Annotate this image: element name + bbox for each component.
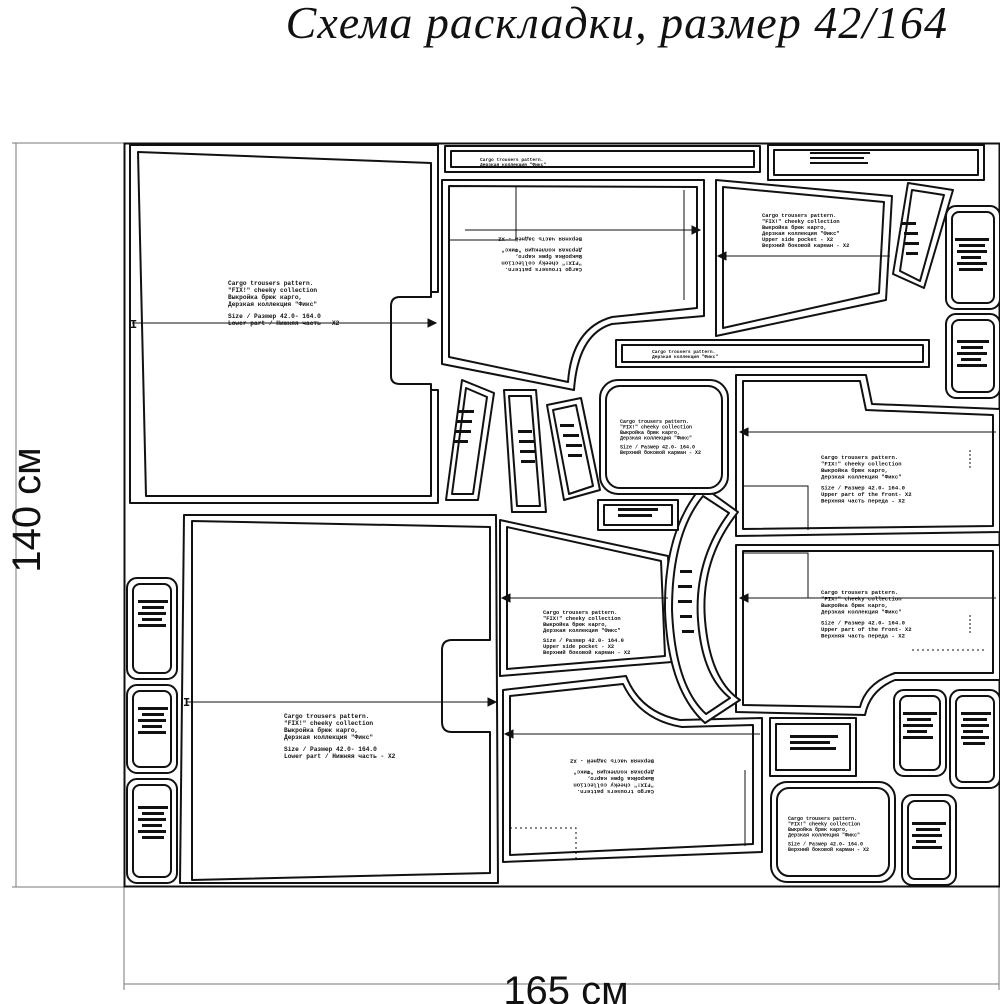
label-waistband-1: Cargo trousers pattern. Дерзкая коллекци…: [480, 157, 546, 168]
piece-pocket-bottom-2: [770, 781, 896, 883]
piece-lower-part-bottom: [179, 514, 499, 884]
piece-curved-yoke: [663, 485, 741, 724]
piece-upper-front-2: [735, 544, 1000, 716]
piece-flap-left-2: [126, 684, 178, 774]
height-dimension-label: 140 см: [5, 447, 49, 572]
piece-upper-front-1: [735, 374, 1000, 537]
piece-waistband-3: [615, 339, 930, 368]
label-upper-front-2: Cargo trousers pattern. "FIX!" cheeky co…: [821, 589, 915, 640]
label-lower-part-bottom: Cargo trousers pattern. "FIX!" cheeky co…: [284, 713, 396, 760]
piece-lower-part-top: [129, 144, 439, 504]
label-upper-back-bottom: Cargo trousers pattern. "FIX!" cheeky co…: [569, 758, 654, 796]
piece-upper-back-bottom: [502, 675, 763, 863]
label-waistband-3: Cargo trousers pattern. Дерзкая коллекци…: [652, 349, 718, 360]
dimension-lines: [12, 142, 1000, 990]
piece-upper-side-pocket-top: [715, 179, 893, 337]
piece-waistband-2: [767, 144, 985, 181]
width-dimension-label: 165 см: [503, 969, 628, 1004]
label-lower-part-top: Cargo trousers pattern. "FIX!" cheeky co…: [228, 280, 340, 327]
internal-markings: [132, 186, 996, 860]
piece-labels: Cargo trousers pattern. "FIX!" cheeky co…: [130, 157, 915, 853]
piece-belt-loop-4: [892, 182, 954, 289]
label-pocket-mid: Cargo trousers pattern. "FIX!" cheeky co…: [620, 419, 701, 456]
label-upper-front-1: Cargo trousers pattern. "FIX!" cheeky co…: [821, 454, 915, 505]
piece-pocket-mid: [599, 379, 729, 495]
label-upper-back-top: Cargo trousers pattern. "FIX!" cheeky co…: [497, 236, 582, 274]
piece-flap-right-2: [945, 313, 1000, 399]
label-pocket-bottom-2: Cargo trousers pattern. "FIX!" cheeky co…: [788, 816, 869, 853]
layout-title: Схема раскладки, размер 42/164: [285, 0, 948, 48]
small-piece-label-blocks: [138, 152, 991, 849]
piece-upper-back-top: [441, 179, 705, 391]
piece-waistband-1: [444, 145, 761, 173]
pattern-pieces: [126, 144, 1000, 886]
grain-mark-bottom: I: [183, 696, 190, 710]
label-upper-side-pocket-bottom: Cargo trousers pattern. "FIX!" cheeky co…: [543, 610, 630, 656]
grain-mark-top: I: [130, 318, 137, 332]
label-upper-side-pocket-top: Cargo trousers pattern. "FIX!" cheeky co…: [762, 213, 849, 249]
piece-belt-loop-3: [546, 397, 601, 501]
piece-flap-left-1: [126, 577, 178, 680]
